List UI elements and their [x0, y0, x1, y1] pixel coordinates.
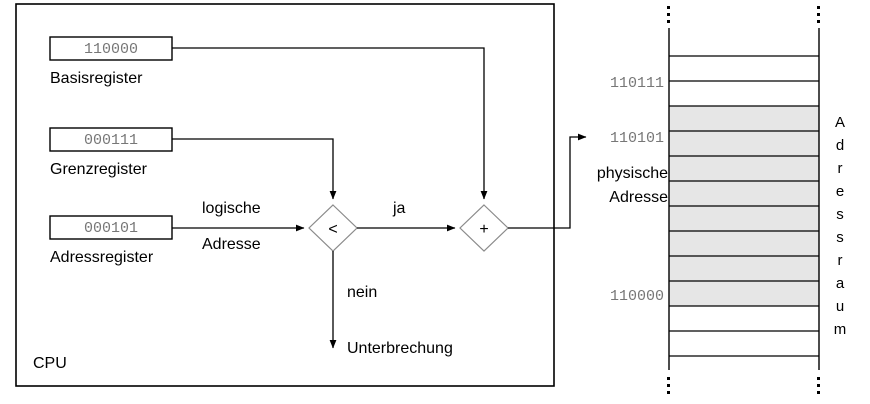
adressraum-letter-0: A — [835, 114, 845, 131]
cpu-label: CPU — [33, 355, 67, 372]
adressraum-label: A d r e s s r a u m — [834, 114, 847, 338]
adressraum-letter-1: d — [836, 137, 844, 154]
grenzregister-label: Grenzregister — [50, 161, 148, 178]
memory-bottom-ellipsis — [667, 377, 820, 394]
physische-adresse-line2: Adresse — [609, 189, 668, 206]
adressregister-label: Adressregister — [50, 249, 154, 266]
label-logische: logische — [202, 200, 261, 217]
adressraum-letter-7: a — [836, 275, 845, 292]
edge-grenzregister-to-comparator — [172, 138, 337, 200]
adressregister-value: 000101 — [84, 220, 138, 237]
adressraum-letter-6: r — [838, 252, 843, 269]
memory-separator-lines — [669, 55, 819, 357]
adder-symbol: + — [479, 221, 488, 238]
label-ja: ja — [392, 200, 406, 217]
cpu-boundary-box — [15, 3, 555, 387]
memory-top-ellipsis — [667, 6, 820, 23]
adressraum-letter-3: e — [836, 183, 844, 200]
adressraum-letter-9: m — [834, 321, 847, 338]
adressraum-letter-2: r — [838, 160, 843, 177]
label-nein: nein — [347, 284, 377, 301]
edge-adder-to-physical-address — [508, 133, 587, 229]
memory-rows — [669, 56, 819, 356]
adressraum-letter-5: s — [836, 229, 844, 246]
basisregister-label: Basisregister — [50, 70, 143, 87]
physische-adresse-line1: physische — [597, 165, 668, 182]
adressraum-letter-4: s — [836, 206, 844, 223]
comparator-symbol: < — [328, 221, 337, 238]
memory-address-110101: 110101 — [610, 130, 664, 147]
memory-address-110111: 110111 — [610, 75, 664, 92]
adressraum-letter-8: u — [836, 298, 844, 315]
label-unterbrechung: Unterbrechung — [347, 340, 453, 357]
basisregister-value: 110000 — [84, 41, 138, 58]
label-adresse: Adresse — [202, 236, 261, 253]
adder-node — [459, 204, 509, 252]
grenzregister-value: 000111 — [84, 132, 138, 149]
memory-address-110000: 110000 — [610, 288, 664, 305]
edge-basisregister-to-adder — [172, 47, 488, 200]
